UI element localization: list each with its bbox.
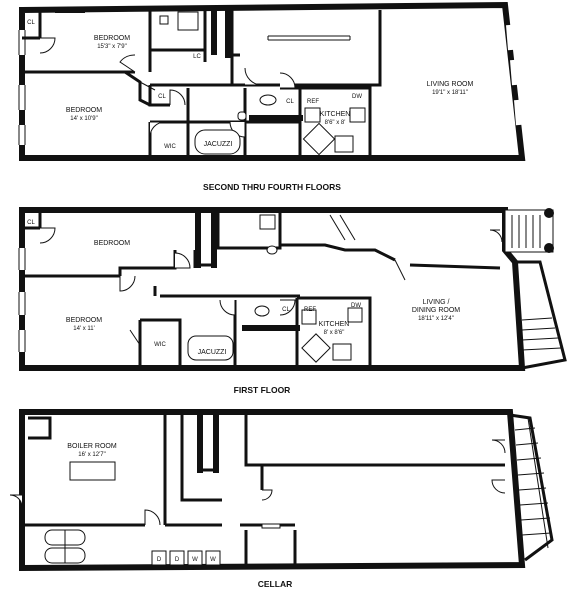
upper-floor-title: SECOND THRU FOURTH FLOORS (203, 182, 341, 192)
first-bedroom-b-label: BEDROOM (66, 317, 102, 324)
upper-stairs (267, 35, 351, 41)
first-living-dim: 18'11" x 12'4" (418, 316, 454, 322)
first-bedroom-a-label: BEDROOM (94, 240, 130, 247)
first-jacuzzi-label: JACUZZI (198, 349, 227, 356)
first-ref-label: REF (304, 307, 316, 313)
cellar-tanks (44, 529, 86, 564)
cellar-washer-1-label: W (192, 557, 198, 563)
upper-wic-label: WIC (164, 144, 176, 150)
cellar-boiler-label: BOILER ROOM (67, 443, 117, 450)
cellar-dryer-1-label: D (157, 557, 162, 563)
upper-living-label: LIVING ROOM (427, 81, 474, 88)
cellar-exterior-wall (19, 409, 526, 572)
cellar-areaway (509, 413, 554, 562)
first-kitchen-label: KITCHEN (319, 321, 350, 328)
cellar-boiler-dim: 16' x 12'7" (78, 452, 105, 458)
first-floor-plan: CL BEDROOM BEDROOM 14' x 11' WIC JACUZZI… (18, 207, 567, 395)
upper-closet-mid-label: CL (158, 94, 166, 100)
upper-bedroom-a-dim: 15'3" x 7'9" (97, 44, 127, 50)
first-dw-label: DW (351, 303, 361, 309)
upper-jacuzzi-label: JACUZZI (204, 141, 233, 148)
cellar-plan: BOILER ROOM 16' x 12'7" D D W W CELLAR (9, 409, 554, 589)
first-living-label-b: DINING ROOM (412, 307, 460, 314)
cellar-title: CELLAR (258, 579, 292, 589)
upper-floor-plan: CL BEDROOM 15'3" x 7'9" BEDROOM 14' x 10… (18, 1, 526, 192)
upper-ref-label: REF (307, 99, 319, 105)
upper-bedroom-a-label: BEDROOM (94, 35, 130, 42)
upper-closet-top-label: CL (27, 20, 35, 26)
upper-closet-hall-label: CL (286, 99, 294, 105)
upper-linen-closet-label: LC (193, 54, 201, 60)
first-stoop (504, 208, 567, 370)
first-living-label-a: LIVING / (423, 299, 450, 306)
upper-windows (18, 24, 522, 145)
upper-living-dim: 19'1" x 18'11" (432, 90, 468, 96)
first-bedroom-b-dim: 14' x 11' (73, 326, 95, 332)
upper-bedroom-b-label: BEDROOM (66, 107, 102, 114)
first-kitchen-dim: 8' x 8'6" (324, 330, 345, 336)
upper-bedroom-b-dim: 14' x 10'9" (70, 116, 97, 122)
first-wic-label: WIC (154, 342, 166, 348)
first-floor-title: FIRST FLOOR (234, 385, 291, 395)
upper-kitchen-label: KITCHEN (320, 111, 351, 118)
cellar-dryer-2-label: D (175, 557, 180, 563)
first-closet-label: CL (282, 307, 290, 313)
first-closet-top-label: CL (27, 220, 35, 226)
first-windows (18, 248, 26, 352)
upper-kitchen-dim: 8'6" x 8' (325, 120, 346, 126)
cellar-washer-2-label: W (210, 557, 216, 563)
first-exterior-wall (19, 207, 526, 371)
upper-dw-label: DW (352, 94, 362, 100)
